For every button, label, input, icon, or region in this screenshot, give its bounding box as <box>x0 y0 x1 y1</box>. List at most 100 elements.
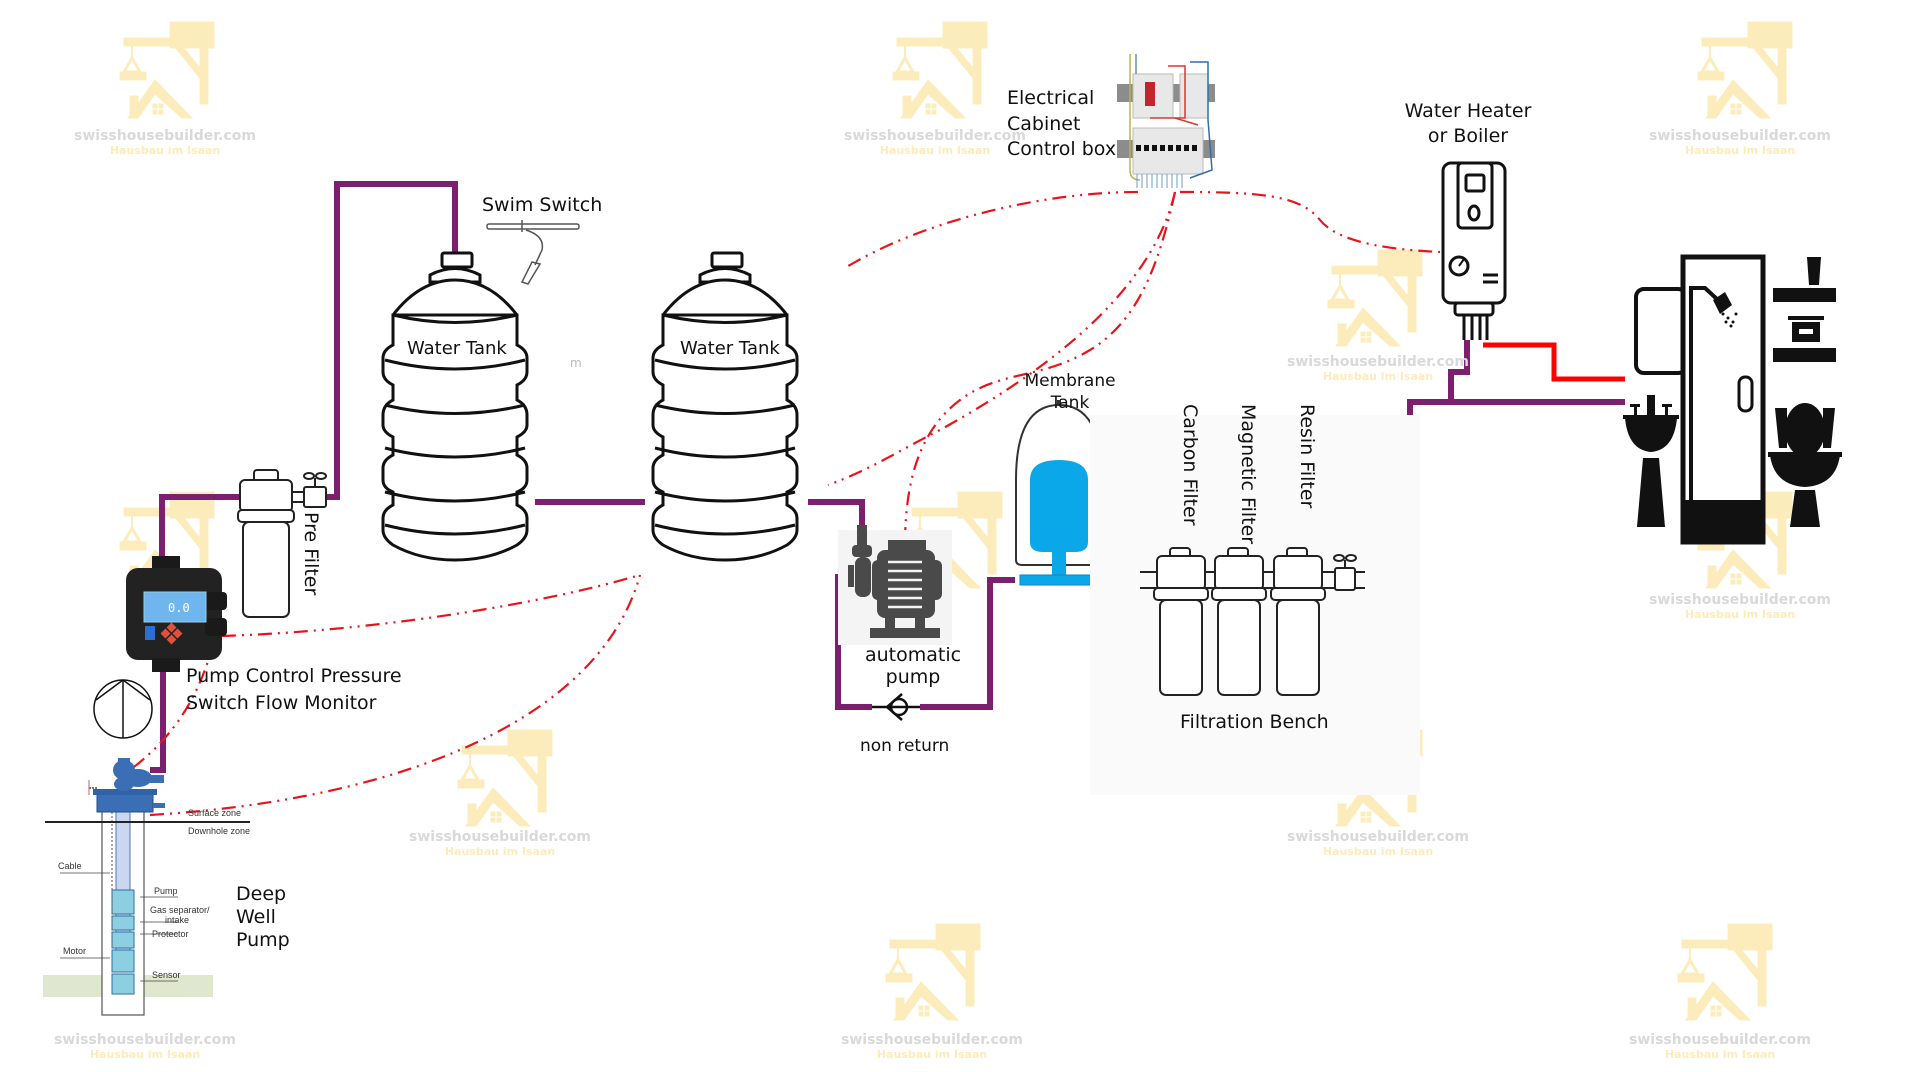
shelf-icon <box>1773 257 1836 362</box>
watermark-site: swisshousebuilder.com <box>1287 829 1469 845</box>
wire-cabinet-to-heater <box>1179 190 1441 254</box>
watermark-site: swisshousebuilder.com <box>54 1032 236 1048</box>
well-callout-pump: Pump <box>154 886 178 896</box>
water-tank-1 <box>381 251 529 562</box>
pump-symbol-icon <box>93 679 153 739</box>
pipe-pump-loop-right <box>920 577 1015 710</box>
watermark-site: swisshousebuilder.com <box>844 128 1026 144</box>
non-return-valve-icon <box>872 693 920 721</box>
well-callout-motor: Motor <box>63 946 87 956</box>
watermark-logo-icon <box>891 20 989 120</box>
watermark-tagline: Hausbau im Isaan <box>879 144 991 157</box>
water-heater-label-line2: or Boiler <box>1427 125 1509 147</box>
wire-cabinet-to-tank <box>844 190 1139 269</box>
magnetic-filter-label: Magnetic Filter <box>1237 404 1259 545</box>
pressure-switch-display: 0.0 <box>168 601 190 615</box>
membrane-tank-label-line2: Tank <box>1050 393 1090 413</box>
automatic-pump-icon <box>838 525 952 645</box>
water-tank-1-label: Water Tank <box>407 338 507 359</box>
wire-switch-to-tank2 <box>221 573 641 638</box>
watermark-site: swisshousebuilder.com <box>74 128 256 144</box>
watermark-logo-icon <box>1326 248 1424 348</box>
watermark-logos <box>118 20 1794 1022</box>
pump-control-label-line2: Switch Flow Monitor <box>186 692 377 714</box>
membrane-tank-icon <box>1015 400 1103 586</box>
well-callout-gas-separator: Gas separator/ <box>150 905 210 915</box>
deep-well-label-line1: Deep <box>236 883 287 905</box>
pipe-prefilter-to-switch <box>159 494 240 580</box>
sink-icon <box>1623 395 1679 527</box>
pre-filter-label: Pre Filter <box>300 512 322 596</box>
watermark-site: swisshousebuilder.com <box>1649 592 1831 608</box>
water-tank-2-label: Water Tank <box>680 338 780 359</box>
hot-water-pipe <box>1483 342 1625 382</box>
electrical-cabinet-label-line3: Control box <box>1007 138 1117 160</box>
watermark-site: swisshousebuilder.com <box>1287 354 1469 370</box>
watermark-logo-icon <box>1696 20 1794 120</box>
bathroom-fixtures <box>1623 254 1842 545</box>
pipe-switch-to-well <box>150 668 166 773</box>
swim-switch-label: Swim Switch <box>482 194 603 216</box>
watermark-tagline: Hausbau im Isaan <box>444 845 556 858</box>
toilet-icon <box>1768 403 1842 527</box>
water-tank-2 <box>651 251 799 562</box>
shower-icon <box>1680 254 1766 545</box>
electrical-cabinet-label-line1: Electrical <box>1007 87 1095 109</box>
water-heater-label-line1: Water Heater <box>1404 100 1532 122</box>
automatic-pump-label-line1: automatic <box>864 644 962 666</box>
float-switch-icon <box>486 220 580 285</box>
watermark-logo-icon <box>1676 922 1774 1022</box>
pre-filter-icon <box>237 469 327 618</box>
well-callout-surface-zone: Surface zone <box>188 808 242 818</box>
non-return-label: non return <box>860 736 950 756</box>
deep-well-label-line3: Pump <box>236 929 290 951</box>
watermark-site: swisshousebuilder.com <box>1629 1032 1811 1048</box>
electrical-cabinet-icon <box>1117 54 1215 188</box>
carbon-filter-label: Carbon Filter <box>1179 404 1201 526</box>
watermark-tagline: Hausbau im Isaan <box>89 1048 201 1061</box>
pipe-to-heater <box>1448 340 1470 402</box>
watermark-tagline: Hausbau im Isaan <box>1664 1048 1776 1061</box>
watermark-tagline: Hausbau im Isaan <box>1684 144 1796 157</box>
resin-filter-label: Resin Filter <box>1296 404 1318 509</box>
wire-cabinet-to-membrane <box>827 191 1177 487</box>
watermark-site: swisshousebuilder.com <box>409 829 591 845</box>
pump-control-label-line1: Pump Control Pressure <box>186 665 402 687</box>
well-callout-downhole-zone: Downhole zone <box>188 826 251 836</box>
watermark-tagline: Hausbau im Isaan <box>1684 608 1796 621</box>
watermark-tagline: Hausbau im Isaan <box>1322 370 1434 383</box>
well-callout-cable: Cable <box>58 861 82 871</box>
well-callout-intake: intake <box>165 915 190 925</box>
watermark-logo-icon <box>118 20 216 120</box>
automatic-pump-label-line2: pump <box>885 666 941 688</box>
pipe-tank2-to-pump <box>808 499 865 530</box>
deep-well-pump-icon <box>43 758 250 1016</box>
deep-well-label-line2: Well <box>236 906 276 928</box>
watermark-tagline: Hausbau im Isaan <box>109 144 221 157</box>
watermark-site: swisshousebuilder.com <box>841 1032 1023 1048</box>
watermark-tagline: Hausbau im Isaan <box>876 1048 988 1061</box>
tank-mark-label: m <box>570 356 582 370</box>
filtration-bench-icon <box>1090 415 1420 795</box>
mirror-icon <box>1634 287 1688 375</box>
water-heater-icon <box>1441 161 1507 340</box>
pressure-switch-controller-icon <box>126 556 227 672</box>
wire-well-to-tank2 <box>149 574 642 817</box>
electrical-cabinet-label-line2: Cabinet <box>1007 113 1081 135</box>
watermark-tagline: Hausbau im Isaan <box>1322 845 1434 858</box>
filtration-bench-label: Filtration Bench <box>1180 711 1329 733</box>
watermark-site: swisshousebuilder.com <box>1649 128 1831 144</box>
well-callout-sensor: Sensor <box>152 970 181 980</box>
pipe-tank-inlet <box>318 181 458 500</box>
